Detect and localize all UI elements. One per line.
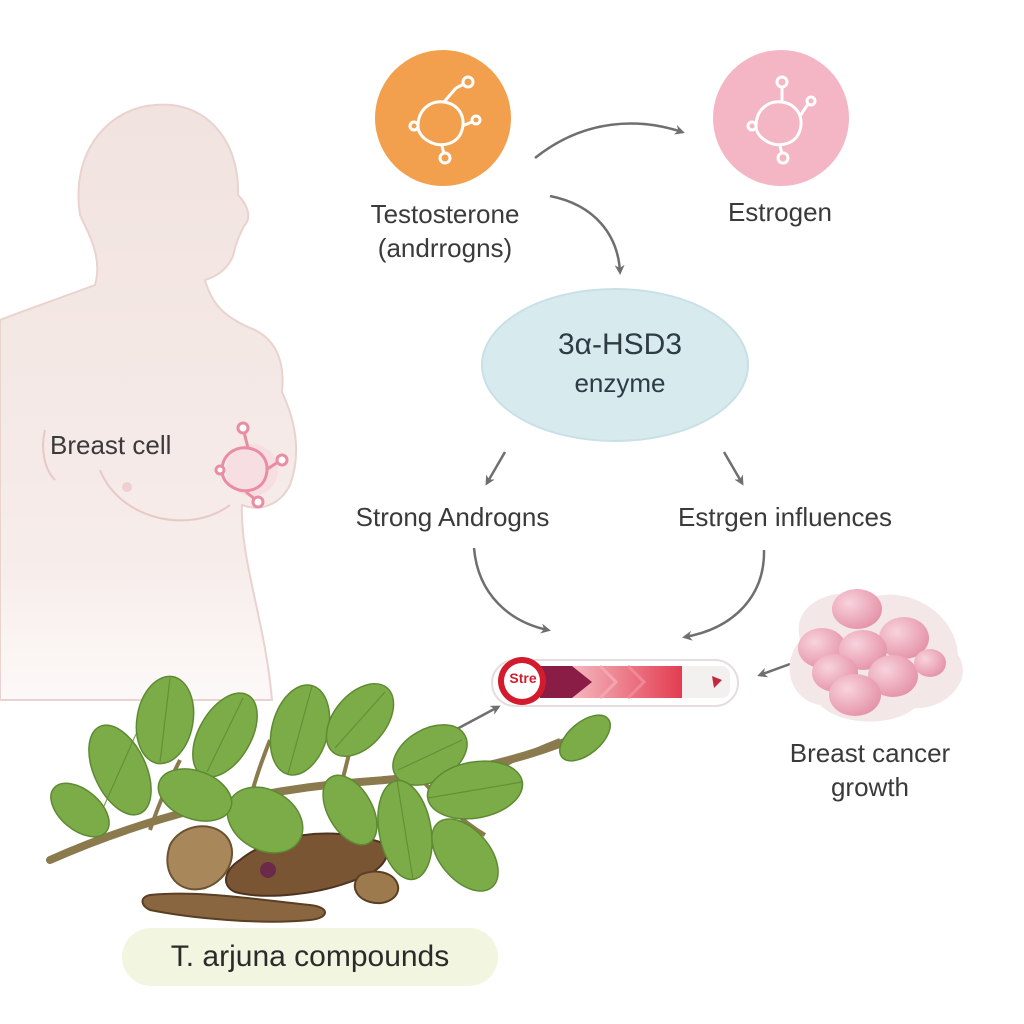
t-arjuna-compounds-text: T. arjuna compounds: [170, 940, 450, 973]
arrow-testosterone-to-enzyme: [549, 194, 625, 275]
t-arjuna-compounds-label: T. arjuna compounds: [122, 928, 498, 986]
testosterone-label-line2: (andrrogns): [377, 233, 513, 263]
woman-silhouette: [0, 103, 298, 701]
arrow-compounds-to-inhibitor: [454, 705, 501, 732]
arrow-cancer-to-inhibitor: [757, 662, 791, 678]
estrogen-label: Estrogen: [727, 197, 833, 227]
breast-cancer-growth-line2: growth: [830, 772, 910, 802]
testosterone-circle: [375, 50, 511, 186]
stop-sign-text: Stre: [509, 670, 537, 686]
estrogen-circle: [713, 50, 849, 186]
pathway-arrows: [454, 122, 791, 732]
arrow-enzyme-to-estrogen-influences: [722, 451, 744, 486]
estrogen-molecule-icon: [746, 75, 817, 165]
t-arjuna-branch-icon: [46, 675, 611, 923]
arrow-testosterone-to-estrogen: [534, 122, 685, 159]
inhibitor-bar: [491, 657, 739, 707]
breast-cancer-growth-line1: Breast cancer: [789, 738, 951, 768]
estrogen-influences-label: Estrgen influences: [678, 502, 892, 532]
arrow-estrogen-to-growth: [682, 549, 766, 641]
enzyme-ellipse: [481, 288, 749, 442]
arrow-androgens-to-growth: [472, 547, 551, 634]
breast-cancer-growth-label: Breast cancer growth: [760, 736, 980, 804]
cancer-cell-cluster-icon: [789, 589, 963, 722]
strong-androgens-label: Strong Androgns: [355, 502, 550, 532]
testosterone-molecule-icon: [408, 75, 482, 165]
enzyme-name-label: 3α-HSD3: [557, 328, 683, 361]
arrow-enzyme-to-androgens: [485, 451, 507, 486]
testosterone-label-line1: Testosterone: [370, 199, 520, 229]
breast-cell-molecule-icon: [214, 421, 289, 509]
enzyme-type-label: enzyme: [574, 368, 666, 398]
breast-cell-label: Breast cell: [50, 430, 172, 460]
testosterone-label: Testosterone (andrrogns): [320, 197, 570, 265]
